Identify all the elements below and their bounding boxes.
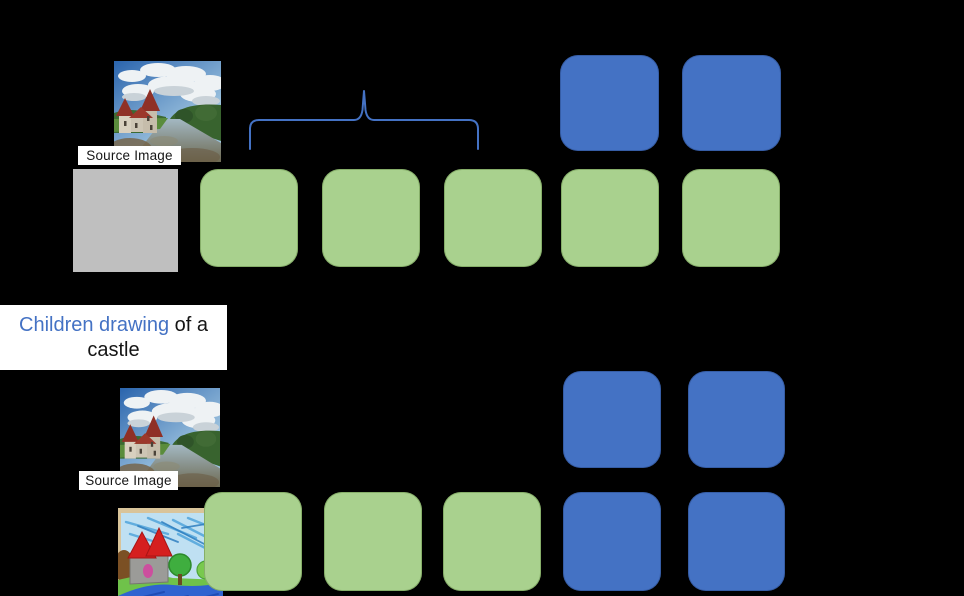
prompt-line2-text: castle <box>87 339 140 361</box>
prompt-text-box: Children drawing of a castle <box>0 305 227 370</box>
green-latent-block-top-1 <box>200 169 298 267</box>
blue-latent-block-top-2 <box>682 55 781 151</box>
curly-brace-icon <box>249 90 479 150</box>
blue-latent-block-bottom-1 <box>563 492 661 591</box>
prompt-rest-text: of a <box>169 314 208 336</box>
castle-icon <box>116 89 160 133</box>
green-latent-block-bottom-1 <box>204 492 302 591</box>
blue-latent-block-top-1 <box>560 55 659 151</box>
drawn-castle-icon <box>127 526 173 585</box>
green-latent-block-top-2 <box>322 169 420 267</box>
castle-photo-top <box>114 61 221 162</box>
green-latent-block-top-3 <box>444 169 542 267</box>
castle-photo-icon <box>114 61 221 162</box>
source-image-label-top: Source Image <box>78 146 181 165</box>
green-latent-block-bottom-2 <box>324 492 422 591</box>
prompt-highlight-text: Children drawing <box>19 314 170 336</box>
green-latent-block-top-4 <box>561 169 659 267</box>
gray-latent-block <box>73 169 178 272</box>
castle-icon <box>121 415 163 459</box>
curly-brace-annotation <box>248 88 480 150</box>
blue-latent-block-bottom-2 <box>688 492 785 591</box>
source-image-label-bottom: Source Image <box>79 471 178 490</box>
blue-latent-block-bottom-top-1 <box>563 371 661 468</box>
green-latent-block-top-5 <box>682 169 780 267</box>
blue-latent-block-bottom-top-2 <box>688 371 785 468</box>
green-latent-block-bottom-3 <box>443 492 541 591</box>
